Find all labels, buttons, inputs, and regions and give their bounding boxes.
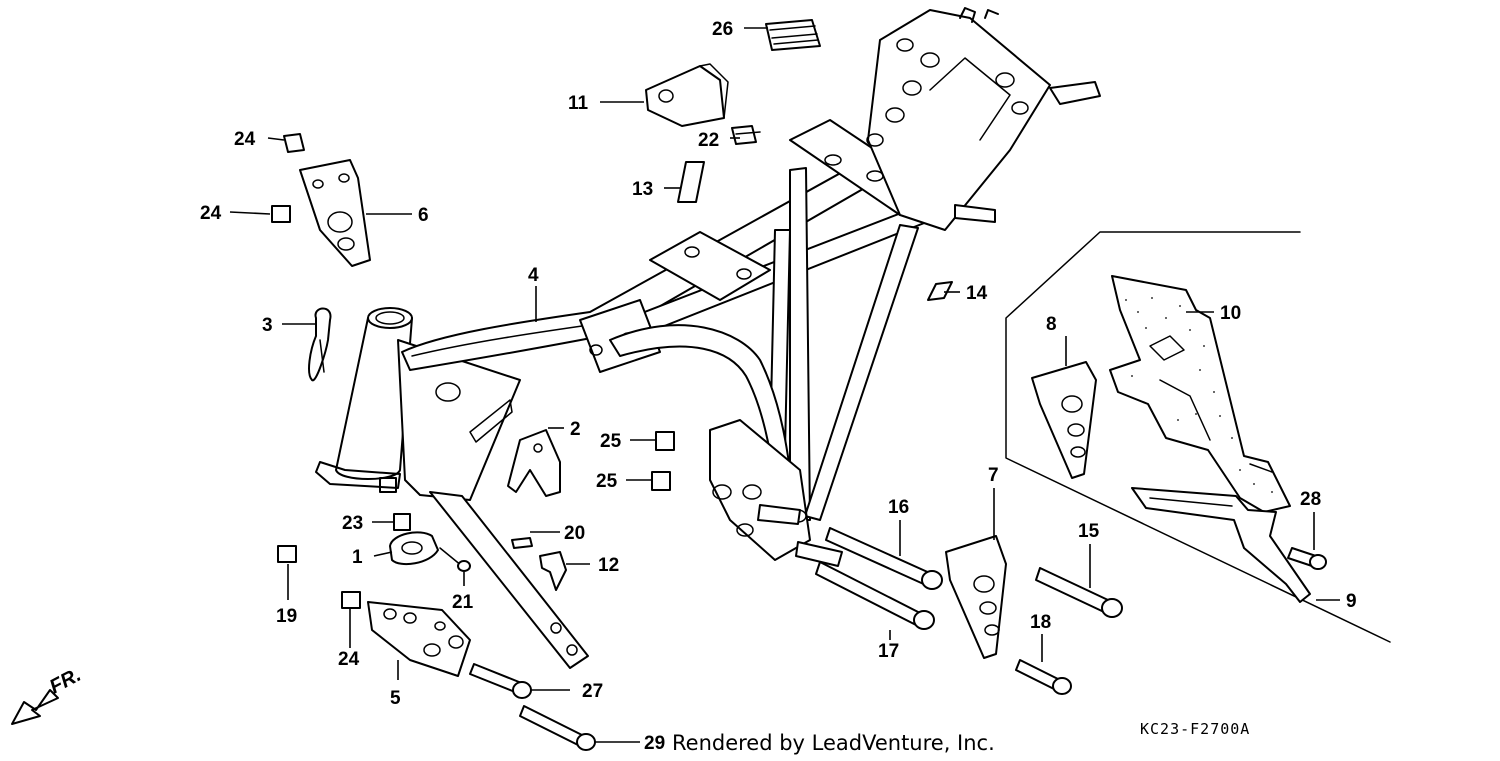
callout-27: 27 [582, 681, 603, 702]
callout-12: 12 [598, 555, 619, 576]
part-29-bolt[interactable] [519, 705, 596, 751]
part-2-holder[interactable] [507, 429, 561, 497]
part-7-bracket[interactable] [945, 535, 1007, 659]
part-25-nut-b[interactable] [651, 471, 671, 491]
callout-8: 8 [1046, 314, 1057, 335]
part-12-clip[interactable] [539, 551, 567, 591]
callout-28: 28 [1300, 489, 1321, 510]
callout-26: 26 [712, 19, 733, 40]
part-6-bracket[interactable] [299, 159, 371, 267]
part-25-nut-a[interactable] [655, 431, 675, 451]
callout-3: 3 [262, 315, 273, 336]
optional-kit-outline [1005, 231, 1391, 643]
callout-6: 6 [418, 205, 429, 226]
part-28-bolt[interactable] [1287, 547, 1327, 570]
credit-text: Rendered by LeadVenture, Inc. [672, 731, 995, 755]
part-5-bracket[interactable] [367, 601, 471, 677]
callout-29: 29 [644, 733, 665, 754]
part-24-nut-a[interactable] [283, 133, 305, 153]
callout-25-bottom: 25 [596, 471, 618, 492]
callout-10: 10 [1220, 303, 1241, 324]
part-17-bolt[interactable] [815, 561, 935, 630]
part-26-clip[interactable] [765, 19, 821, 51]
part-23-nut[interactable] [393, 513, 411, 531]
callout-13: 13 [632, 179, 653, 200]
callout-24-top: 24 [234, 129, 256, 150]
part-18-bolt[interactable] [1015, 659, 1072, 695]
part-3-clip[interactable] [308, 307, 332, 382]
part-20-pin[interactable] [511, 537, 533, 549]
callout-1: 1 [352, 547, 363, 568]
callout-22: 22 [698, 130, 719, 151]
part-1-clamp[interactable] [389, 531, 439, 566]
callout-24-mid: 24 [200, 203, 222, 224]
part-19-nut[interactable] [277, 545, 297, 563]
part-10-texture [1125, 297, 1273, 493]
callout-2: 2 [570, 419, 581, 440]
front-direction-arrow-icon [11, 689, 59, 725]
callout-9: 9 [1346, 591, 1357, 612]
part-13-label[interactable] [677, 161, 705, 203]
callout-23: 23 [342, 513, 363, 534]
part-24-nut-c[interactable] [341, 591, 361, 609]
part-11-bracket[interactable] [645, 63, 729, 127]
callout-20: 20 [564, 523, 585, 544]
callout-7: 7 [988, 465, 999, 486]
part-22-bolt[interactable] [731, 125, 761, 145]
callout-24-bottom: 24 [338, 649, 360, 670]
callout-11: 11 [568, 93, 589, 114]
callout-18: 18 [1030, 612, 1051, 633]
part-14-label[interactable] [927, 281, 953, 301]
frame-body[interactable] [315, 7, 1101, 669]
callout-numbers: 26 11 22 13 24 24 6 4 3 14 8 10 2 25 25 … [200, 19, 1357, 754]
callout-21: 21 [452, 592, 474, 613]
part-24-nut-b[interactable] [271, 205, 291, 223]
part-21-screw[interactable] [439, 547, 471, 572]
part-8-bracket[interactable] [1031, 361, 1097, 479]
part-16-bolt[interactable] [825, 527, 943, 590]
callout-17: 17 [878, 641, 899, 662]
callout-4: 4 [528, 265, 539, 286]
part-10-plate[interactable] [1109, 275, 1291, 513]
diagram-code: KC23-F2700A [1140, 720, 1250, 738]
part-27-bolt[interactable] [469, 663, 532, 699]
callout-14: 14 [966, 283, 988, 304]
callout-15: 15 [1078, 521, 1100, 542]
part-9-bracket[interactable] [1131, 487, 1311, 603]
callout-25-top: 25 [600, 431, 622, 452]
leader-lines [229, 27, 1340, 743]
callout-19: 19 [276, 606, 297, 627]
callout-16: 16 [888, 497, 909, 518]
callout-5: 5 [390, 688, 401, 709]
part-15-bolt[interactable] [1035, 567, 1123, 618]
